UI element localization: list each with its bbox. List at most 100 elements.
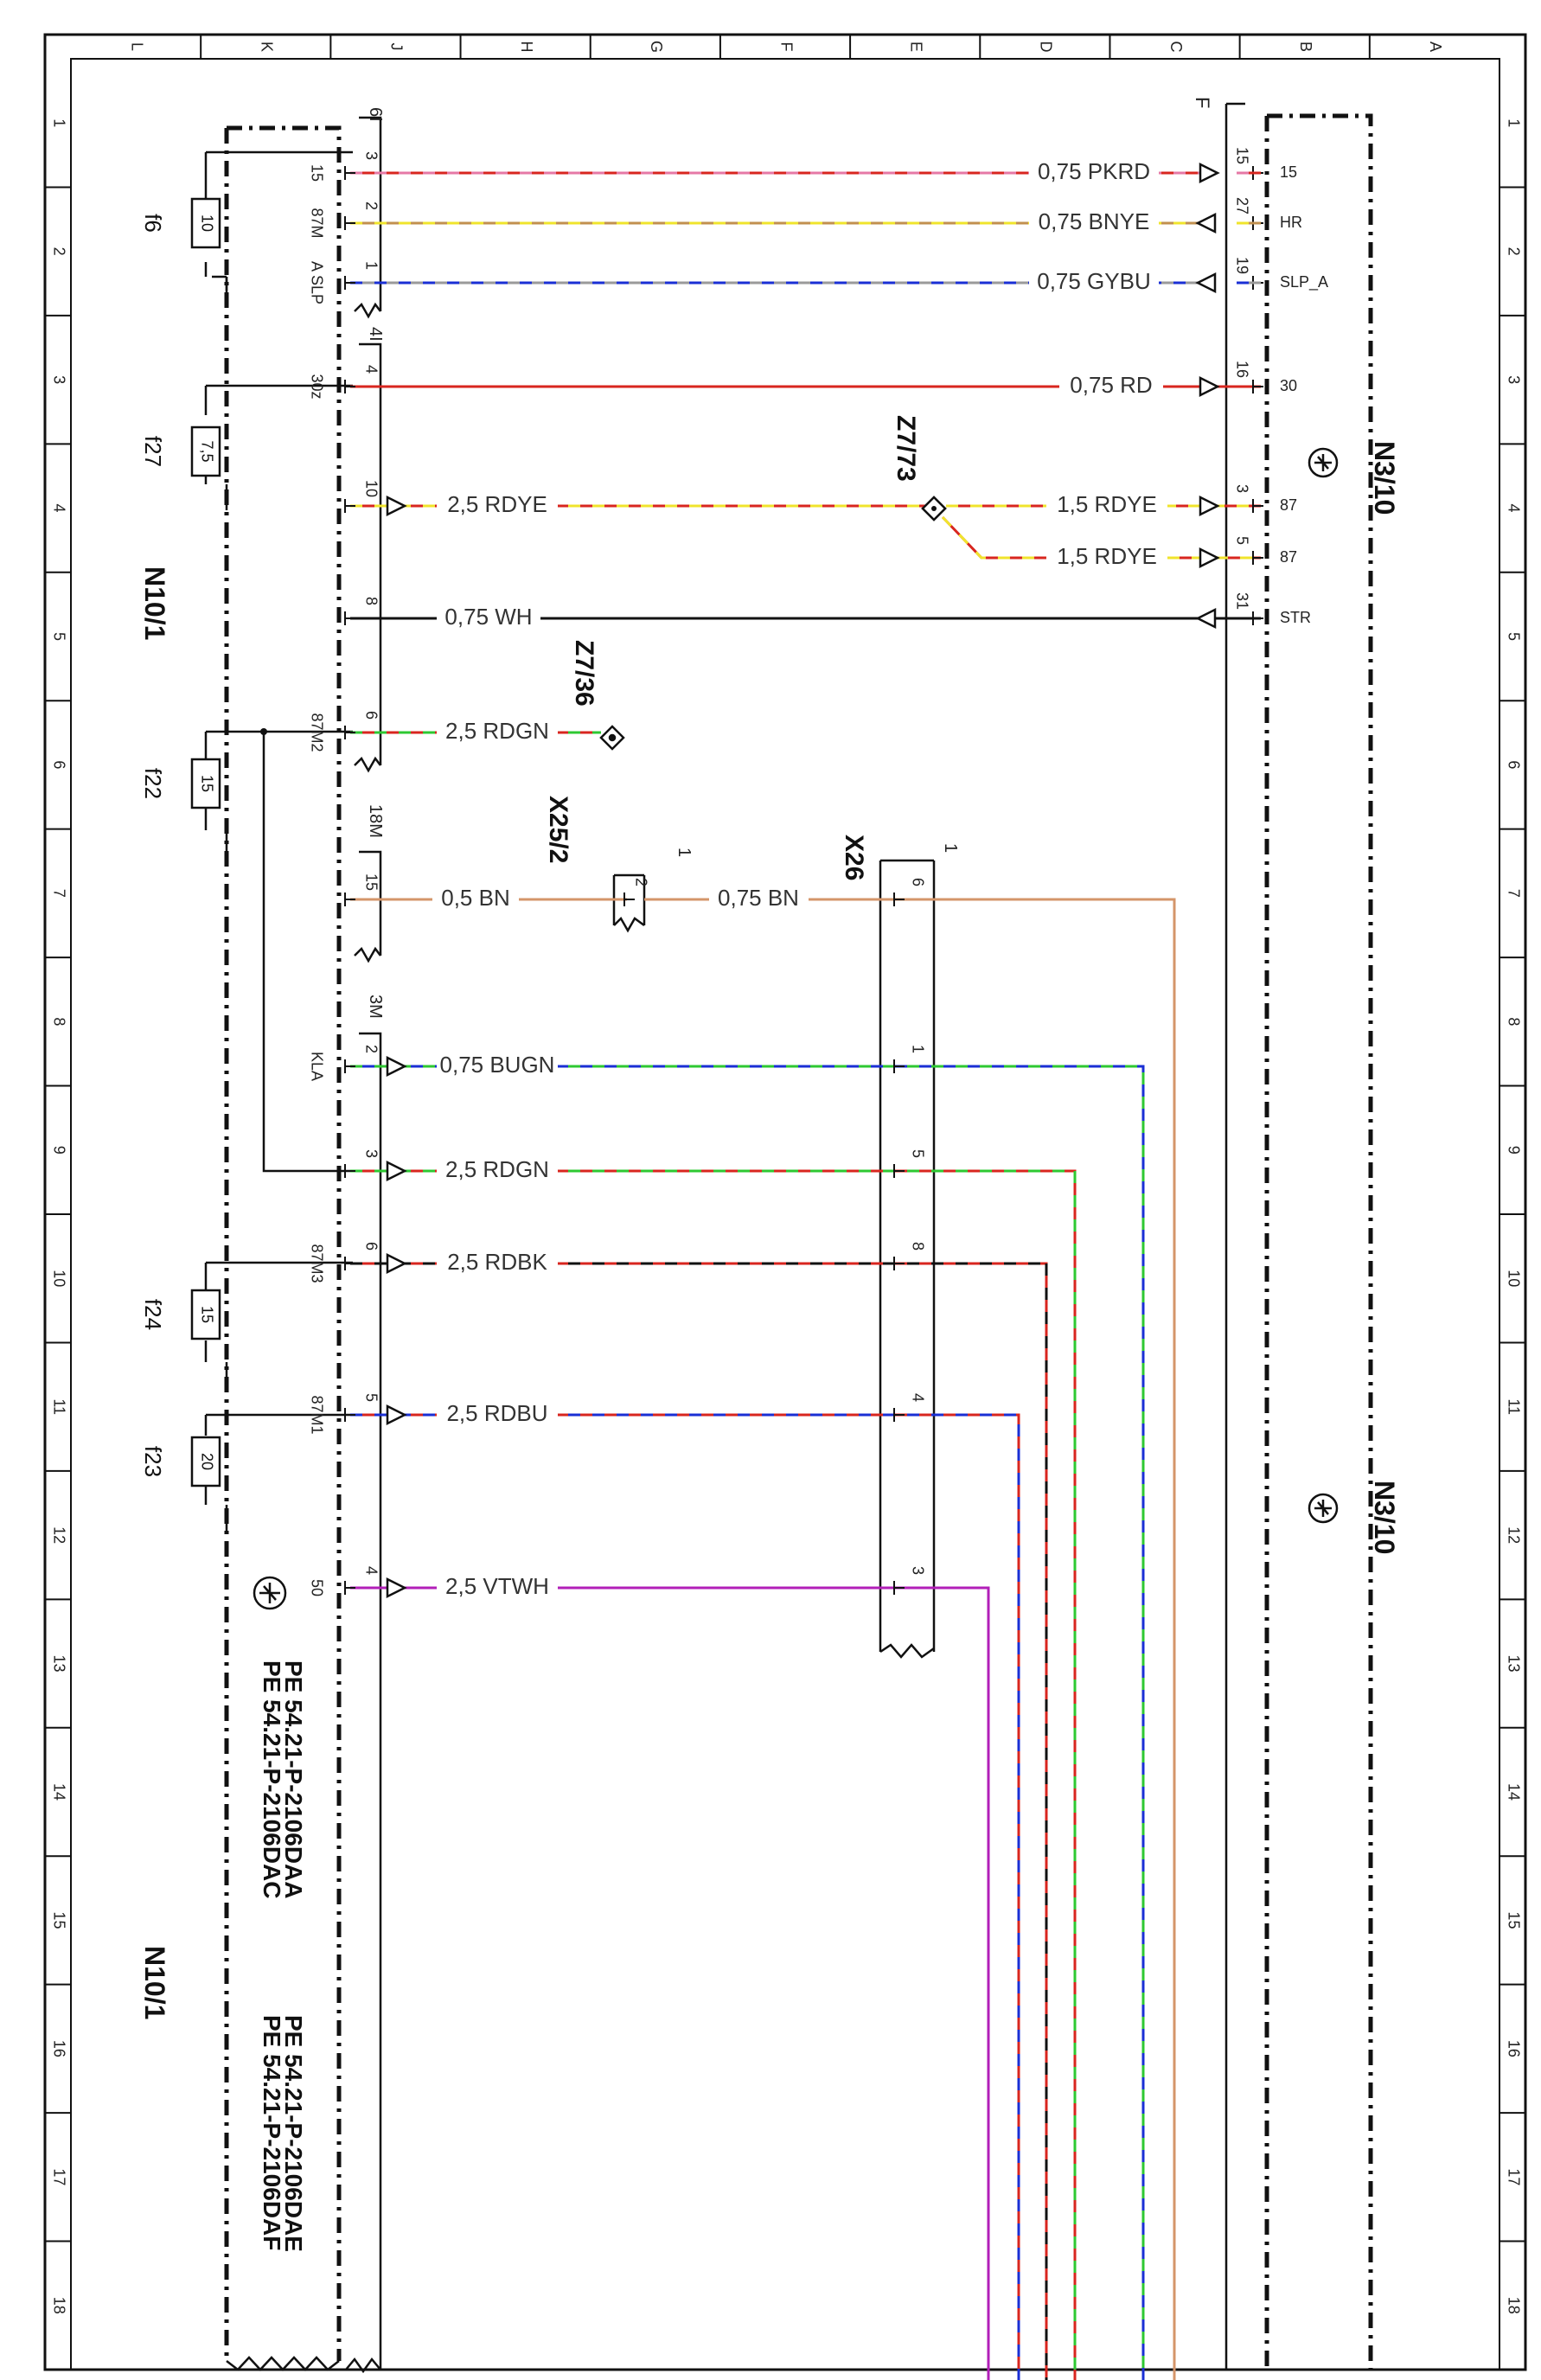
- svg-text:STR: STR: [1280, 609, 1311, 626]
- wire: [350, 1065, 1145, 2380]
- splice-z7-36: [599, 725, 625, 751]
- column-label: L: [128, 42, 145, 51]
- fuse-rating: 20: [198, 1453, 215, 1470]
- row-label: 15: [1505, 1911, 1522, 1929]
- pin-number: 3: [1233, 484, 1250, 493]
- pin-terminal: [344, 1408, 355, 1422]
- row-label: 18: [50, 2297, 67, 2314]
- pin-terminal: [344, 499, 355, 513]
- pin-terminal: [893, 1408, 905, 1422]
- wire-label: 0,75 WH: [444, 604, 532, 630]
- reference-text: PE 54.21-P-2106DAC: [259, 1660, 285, 1898]
- column-label: G: [648, 41, 665, 53]
- pin-number: 87M3: [308, 1244, 325, 1283]
- row-label: 8: [50, 1017, 67, 1026]
- connector-label-3M: 3M: [366, 995, 385, 1019]
- row-label: 6: [50, 760, 67, 769]
- pin-terminal: [344, 380, 355, 393]
- pin-number: 15: [362, 873, 380, 891]
- n10-1-internal-wiring: [204, 150, 353, 1531]
- pin-number: 5: [909, 1149, 926, 1158]
- fuse-name: f27: [140, 436, 166, 467]
- row-label: 14: [1505, 1783, 1522, 1801]
- wire-label: 2,5 RDBK: [447, 1249, 547, 1275]
- wire: [350, 1586, 990, 2380]
- pin-number: 87M1: [308, 1395, 325, 1434]
- wire: [350, 1413, 1020, 2380]
- wire-label: 0,75 RD: [1070, 372, 1152, 398]
- row-label: 12: [1505, 1526, 1522, 1544]
- row-label: 7: [1505, 889, 1522, 898]
- connector-label-18M: 18M: [366, 804, 385, 838]
- fuse-name: f24: [140, 1299, 166, 1330]
- component-n3-10-top: N3/10: [1369, 441, 1400, 515]
- column-label: H: [518, 42, 535, 53]
- connector-bar-3M: [345, 1032, 382, 2374]
- pin-terminal: [893, 892, 905, 906]
- row-label: 3: [50, 375, 67, 384]
- pin-number: A SLP: [308, 261, 325, 304]
- pin-number: 3: [362, 1149, 380, 1158]
- pin-number: 8: [909, 1242, 926, 1251]
- arrow-icon: [1199, 375, 1220, 398]
- wire-label: 0,75 GYBU: [1037, 268, 1151, 294]
- row-label: 17: [50, 2168, 67, 2185]
- column-label: C: [1167, 42, 1185, 53]
- component-n10-1-bottom: N10/1: [139, 1946, 170, 2019]
- wire: [644, 898, 1176, 2380]
- pin-terminal: [344, 892, 355, 906]
- column-label: A: [1427, 42, 1444, 52]
- row-label: 16: [1505, 2040, 1522, 2057]
- row-label: 4: [50, 504, 67, 513]
- row-label: 15: [50, 1911, 67, 1929]
- wire-label: 2,5 RDGN: [445, 1156, 549, 1182]
- wire-label: 0,75 BUGN: [440, 1052, 555, 1078]
- wire: [350, 1169, 1077, 2380]
- fuse-rating: 15: [198, 775, 215, 792]
- pin-terminal: [344, 611, 355, 625]
- svg-text:30: 30: [1280, 377, 1297, 394]
- x26-connector: [879, 859, 936, 1659]
- pin-terminal: [344, 1257, 355, 1270]
- pin-terminal: [893, 1164, 905, 1178]
- pin-number: 5: [1233, 536, 1250, 545]
- arrow-icon: [386, 1252, 407, 1275]
- fuse-name: f23: [140, 1446, 166, 1477]
- row-label: 3: [1505, 375, 1522, 384]
- row-label: 11: [1505, 1398, 1522, 1415]
- connector-label-4I: 4I: [366, 327, 385, 342]
- pin-number: 1: [909, 1045, 926, 1053]
- connector-label-6I: 6I: [366, 107, 385, 122]
- wire-label: 2,5 RDGN: [445, 718, 549, 744]
- x26-pin-mark: 1: [941, 843, 960, 853]
- arrow-icon: [1199, 162, 1220, 184]
- column-label: K: [259, 42, 276, 52]
- pin-number: 10: [362, 480, 380, 497]
- component-n3-10-bottom: N3/10: [1369, 1481, 1400, 1554]
- pin-terminal: [623, 892, 635, 906]
- pin-terminal: [344, 1059, 355, 1073]
- wire-label: 2,5 RDBU: [446, 1400, 547, 1426]
- row-label: 7: [50, 889, 67, 898]
- wire-label: 2,5 RDYE: [447, 491, 547, 517]
- pin-number: 8: [362, 597, 380, 605]
- row-label: 12: [50, 1526, 67, 1544]
- terminal-name: HR: [1280, 214, 1302, 231]
- arrow-icon: [386, 1577, 407, 1599]
- row-label: 13: [50, 1655, 67, 1673]
- row-label: 10: [50, 1270, 67, 1287]
- pin-number: 19: [1233, 257, 1250, 274]
- row-label: 6: [1505, 760, 1522, 769]
- pin-number: 4: [909, 1393, 926, 1402]
- connector-label-F: F: [1192, 97, 1213, 108]
- pin-number: 1: [362, 261, 380, 270]
- pin-number: 3: [362, 151, 380, 160]
- pin-number: 3: [909, 1566, 926, 1575]
- pin-terminal: [1252, 499, 1263, 513]
- reference-text: PE 54.21-P-2106DAE: [280, 2015, 307, 2252]
- row-label: 16: [50, 2040, 67, 2057]
